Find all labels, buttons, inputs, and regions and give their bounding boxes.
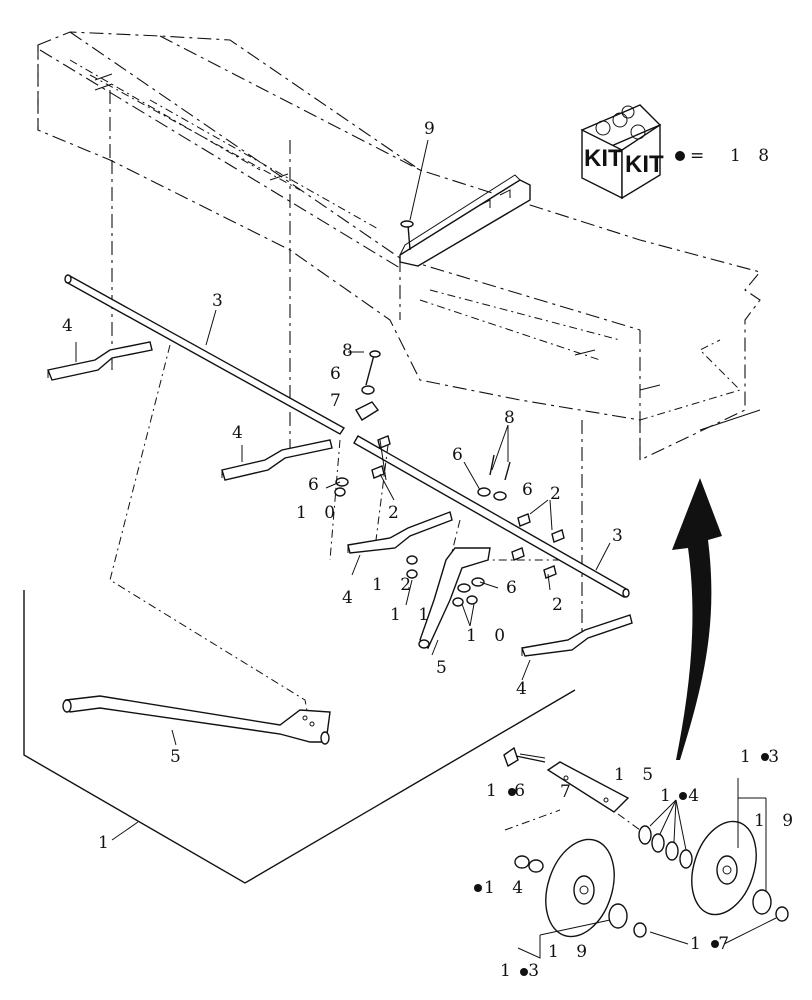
callout-17: 1 7: [690, 934, 735, 954]
callout-2-c: 2: [552, 595, 569, 615]
bullet-icon: [675, 151, 685, 161]
callout-leaders: [75, 309, 611, 746]
callout-5-center: 5: [436, 658, 453, 678]
bullet-icon-14: [679, 792, 687, 800]
bracket-4-b: [221, 439, 333, 481]
callout-6-b: 6: [308, 475, 325, 495]
bullet-icon-13: [761, 753, 769, 761]
callout-5-lower: 5: [170, 747, 187, 767]
tube-5-center: [418, 547, 491, 650]
disc-assembly: [503, 746, 789, 959]
shaft-3-left: [64, 274, 346, 435]
assembly-1-outline: [23, 590, 576, 884]
leader-lines: [109, 160, 583, 717]
callout-14-left: 1 4: [484, 878, 529, 898]
kit-box-icon: KIT KIT: [580, 104, 664, 200]
kit-equals: =: [690, 146, 710, 166]
callout-6-c: 6: [452, 445, 469, 465]
callout-2-a: 2: [388, 503, 405, 523]
callout-4-b: 4: [232, 423, 249, 443]
callout-7-b: 7: [560, 782, 577, 802]
callout-19-right: 1 9: [754, 811, 799, 831]
callout-1: 1: [98, 833, 115, 853]
bracket-4-d: [521, 614, 633, 657]
callout-15: 1 5: [614, 765, 659, 785]
callout-6-d: 6: [522, 480, 539, 500]
callout-8-right: 8: [504, 408, 521, 428]
callout-3-right: 3: [612, 526, 629, 546]
callout-8-left: 8: [342, 341, 359, 361]
callout-9: 9: [424, 119, 441, 139]
bracket-4-a: [47, 341, 153, 381]
callout-10-right: 1 0: [466, 626, 511, 646]
callout-4-a: 4: [62, 316, 79, 336]
hopper-outline: [37, 31, 761, 461]
bolt-9: [400, 139, 429, 251]
tube-5-lower: [62, 695, 331, 745]
bullet-icon-14b: [474, 884, 482, 892]
angle-bracket: [399, 174, 531, 267]
callout-7-a: 7: [330, 391, 347, 411]
callout-19-bottom: 1 9: [548, 942, 593, 962]
bullet-icon-13b: [520, 968, 528, 976]
kit-number: 1 8: [730, 146, 775, 166]
callout-11: 1 1: [390, 605, 435, 625]
kit-label-right: KIT: [625, 151, 664, 178]
callout-12: 1 2: [372, 575, 417, 595]
callout-13-top: 1 3: [740, 747, 785, 767]
callout-6-e: 6: [506, 578, 523, 598]
callout-16: 1 6: [486, 781, 531, 801]
kit-label-left: KIT: [584, 145, 623, 172]
callout-2-b: 2: [550, 484, 567, 504]
callout-6-a: 6: [330, 364, 347, 384]
callout-4-d: 4: [516, 679, 533, 699]
shaft-3-right: [353, 435, 630, 598]
callout-3-left: 3: [212, 291, 229, 311]
callout-10-left: 1 0: [296, 503, 341, 523]
callout-4-c: 4: [342, 588, 359, 608]
hardware-center: [329, 350, 565, 607]
bullet-icon-16: [508, 788, 516, 796]
callout-13-bottom: 1 3: [500, 961, 545, 981]
callout-labels: 9 3 3 4 4 4 4 8 8 6 6 6 6 6 7 7 2 2 2 1 …: [62, 119, 799, 981]
bracket-4-c: [347, 511, 453, 554]
curved-arrow: [672, 478, 722, 760]
callout-14-top: 1 4: [660, 786, 705, 806]
bullet-icon-17: [711, 940, 719, 948]
